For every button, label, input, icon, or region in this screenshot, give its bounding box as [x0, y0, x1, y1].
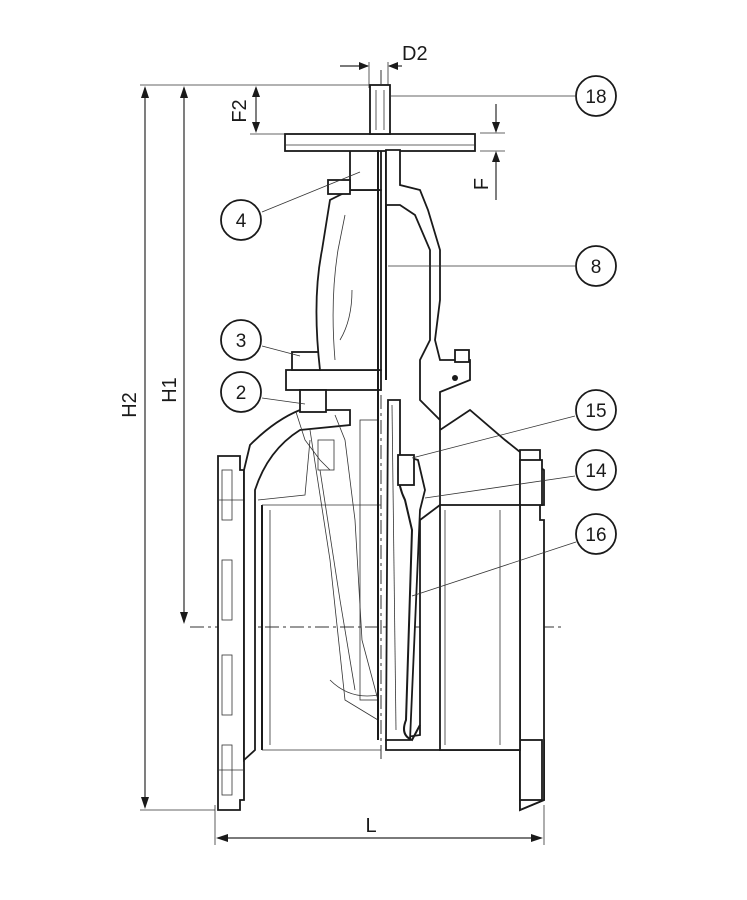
svg-text:3: 3 — [236, 331, 247, 352]
dimension-label-h2: H2 — [119, 392, 141, 418]
svg-text:16: 16 — [585, 525, 606, 546]
svg-text:14: 14 — [585, 461, 607, 482]
dimension-f2: F2 — [229, 86, 290, 135]
callout-15: 15 — [411, 389, 617, 459]
callout-4: 4 — [220, 171, 361, 241]
dimension-d2: D2 — [340, 43, 428, 88]
callout-14: 14 — [424, 449, 617, 499]
svg-text:15: 15 — [585, 401, 606, 422]
dimension-f: F — [471, 104, 505, 200]
svg-text:4: 4 — [236, 211, 247, 232]
svg-text:18: 18 — [585, 87, 606, 108]
dimension-label-l: L — [365, 815, 376, 837]
svg-text:2: 2 — [236, 383, 247, 404]
dimension-label-f: F — [471, 178, 493, 190]
dimension-label-h1: H1 — [159, 377, 181, 403]
callout-2: 2 — [220, 371, 306, 413]
dimension-h1: H1 — [159, 86, 188, 624]
svg-text:8: 8 — [591, 257, 602, 278]
dimension-label-d2: D2 — [402, 43, 428, 65]
callout-3: 3 — [220, 319, 301, 361]
dimension-h2: H2 — [119, 84, 370, 811]
callout-18: 18 — [390, 75, 617, 117]
callout-8: 8 — [388, 245, 617, 287]
callout-16: 16 — [411, 513, 617, 597]
dimension-l: L — [214, 805, 545, 845]
dimension-label-f2: F2 — [229, 99, 251, 122]
